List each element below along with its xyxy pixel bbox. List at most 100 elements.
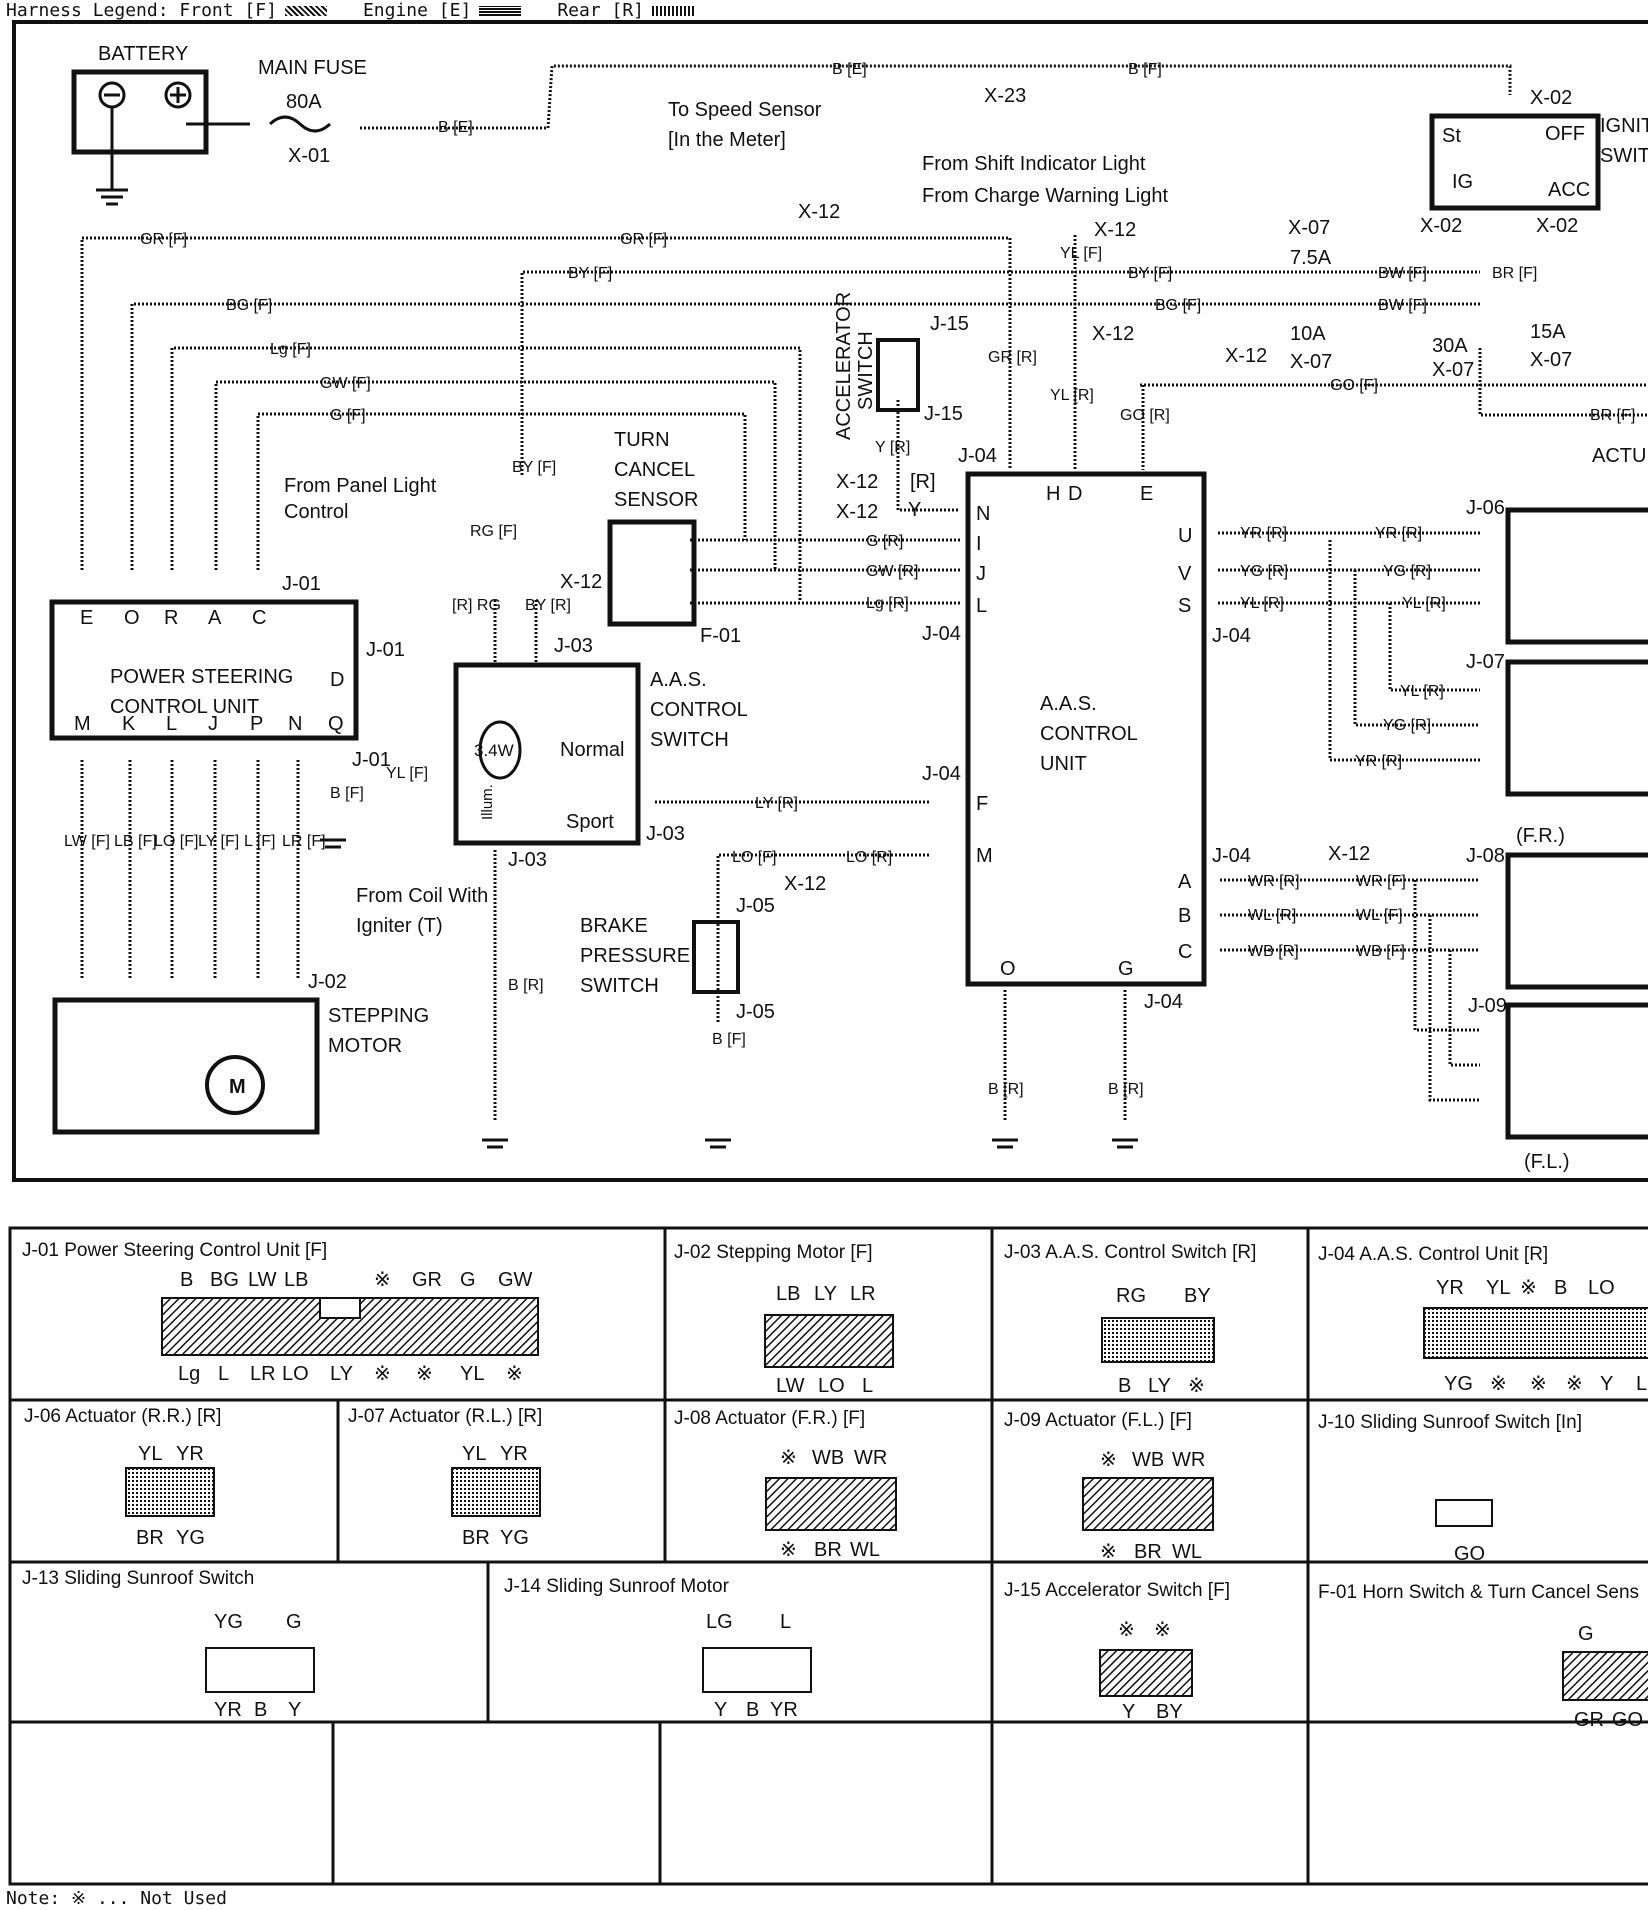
f01-title: F-01 Horn Switch & Turn Cancel Sens — [1318, 1582, 1639, 1603]
brake-label-2: PRESSURE — [580, 945, 690, 967]
pin-label: ※ — [780, 1447, 797, 1469]
pin-label: ※ — [374, 1269, 391, 1291]
speed-sensor-1: To Speed Sensor — [668, 99, 822, 121]
pin-label: BY — [1156, 1701, 1183, 1723]
fuse-75: 7.5A — [1290, 247, 1332, 269]
pin-label: ※ — [1100, 1449, 1117, 1471]
brake-label-1: BRAKE — [580, 915, 648, 937]
j15-title: J-15 Accelerator Switch [F] — [1004, 1580, 1230, 1601]
wire-b-f-2: B [F] — [712, 1031, 746, 1048]
panel-light-2: Control — [284, 501, 348, 523]
pin-label: WB — [812, 1447, 844, 1469]
wire-by-f-3: BY [F] — [512, 459, 556, 476]
aas-pin-h: H — [1046, 483, 1060, 505]
wire-b-f-3: B [F] — [330, 785, 364, 802]
pin-label: G — [1578, 1623, 1594, 1645]
pin-label: L — [1636, 1373, 1647, 1395]
battery-box — [71, 69, 209, 155]
legend-rear-swatch — [652, 6, 695, 16]
actu-label: ACTU — [1592, 445, 1646, 467]
ignition-switch-box — [1429, 113, 1601, 211]
pin-label: WR — [1172, 1449, 1205, 1471]
x02-label-3: X-02 — [1536, 215, 1578, 237]
shift-light: From Shift Indicator Light — [922, 153, 1146, 175]
fuse-30: 30A — [1432, 335, 1468, 357]
fl-label: (F.L.) — [1524, 1151, 1570, 1173]
turn-cancel-1: TURN — [614, 429, 670, 451]
aas-pin-a: A — [1178, 871, 1192, 893]
wire-lo-r: LO [R] — [846, 849, 892, 866]
actuator-rr-box — [1505, 507, 1648, 645]
aas-pin-l: L — [976, 595, 987, 617]
aas-pin-n: N — [976, 503, 990, 525]
wire-y-r: Y [R] — [875, 439, 910, 456]
aas-pin-o: O — [1000, 958, 1016, 980]
x12-label-1: X-12 — [798, 201, 840, 223]
j14-shape — [702, 1647, 812, 1693]
turn-cancel-2: CANCEL — [614, 459, 695, 481]
pin-label: YL — [460, 1363, 484, 1385]
pin-label: ※ — [374, 1363, 391, 1385]
j13-title: J-13 Sliding Sunroof Switch — [22, 1568, 254, 1589]
pin-label: WB — [1132, 1449, 1164, 1471]
j04-shape — [1423, 1307, 1648, 1359]
wire-wl-f: WL [F] — [1356, 907, 1403, 924]
wire-ly-f: LY [F] — [198, 833, 239, 850]
wire-wr-r: WR [R] — [1248, 873, 1300, 890]
j10-title: J-10 Sliding Sunroof Switch [In] — [1318, 1412, 1582, 1433]
stepping-label-1: STEPPING — [328, 1005, 429, 1027]
psu-pin-r: R — [164, 607, 178, 629]
psu-pin-j: J — [208, 713, 218, 735]
wire-wr-f: WR [F] — [1356, 873, 1406, 890]
j06-title: J-06 Actuator (R.R.) [R] — [24, 1406, 221, 1427]
aas-unit-box — [965, 471, 1207, 987]
j08-title: J-08 Actuator (F.R.) [F] — [674, 1408, 865, 1429]
pin-label: YR — [1436, 1277, 1464, 1299]
pin-label: YG — [500, 1527, 529, 1549]
x12-label-3: X-12 — [836, 501, 878, 523]
wire-yl-f: YL [F] — [1060, 245, 1102, 262]
x07-label-1: X-07 — [1288, 217, 1330, 239]
pin-label: GO — [1612, 1709, 1643, 1731]
wire-gr-f-2: GR [F] — [620, 231, 667, 248]
pin-label: GR — [1574, 1709, 1604, 1731]
pin-label: B — [180, 1269, 193, 1291]
legend-front-swatch — [284, 6, 327, 16]
pin-label: ※ — [506, 1363, 523, 1385]
pin-label: Y — [1600, 1373, 1613, 1395]
j08-label: J-08 — [1466, 845, 1505, 867]
psu-pin-c: C — [252, 607, 266, 629]
pin-label: G — [460, 1269, 476, 1291]
pin-label: ※ — [1530, 1373, 1547, 1395]
wire-yr-r-3: YR [R] — [1355, 753, 1402, 770]
j01-title: J-01 Power Steering Control Unit [F] — [22, 1240, 327, 1261]
j03-label-1: J-03 — [554, 635, 593, 657]
j15-shape — [1099, 1649, 1193, 1697]
stepping-label-2: MOTOR — [328, 1035, 402, 1057]
pin-label: Lg — [178, 1363, 200, 1385]
x07-label-4: X-07 — [1530, 349, 1572, 371]
pin-label: BY — [1184, 1285, 1211, 1307]
wire-gw-r: GW [R] — [866, 563, 918, 580]
psu-pin-l: L — [166, 713, 177, 735]
pin-label: GR — [412, 1269, 442, 1291]
pin-label: L — [780, 1611, 791, 1633]
j01-label-1: J-01 — [282, 573, 321, 595]
aas-switch-label-1: A.A.S. — [650, 669, 707, 691]
aas-pin-u: U — [1178, 525, 1192, 547]
psu-pin-q: Q — [328, 713, 344, 735]
j09-label: J-09 — [1468, 995, 1507, 1017]
pin-label: ※ — [1188, 1375, 1205, 1397]
fuse-15: 15A — [1530, 321, 1566, 343]
aas-pin-g: G — [1118, 958, 1134, 980]
wire-br-f: BR [F] — [1492, 265, 1537, 282]
j04-label-3: J-04 — [922, 763, 961, 785]
legend-engine: Engine [E] — [362, 0, 472, 21]
aas-pin-i: I — [976, 533, 982, 555]
wire-y: Y — [908, 499, 921, 521]
brake-switch-box — [692, 920, 740, 994]
